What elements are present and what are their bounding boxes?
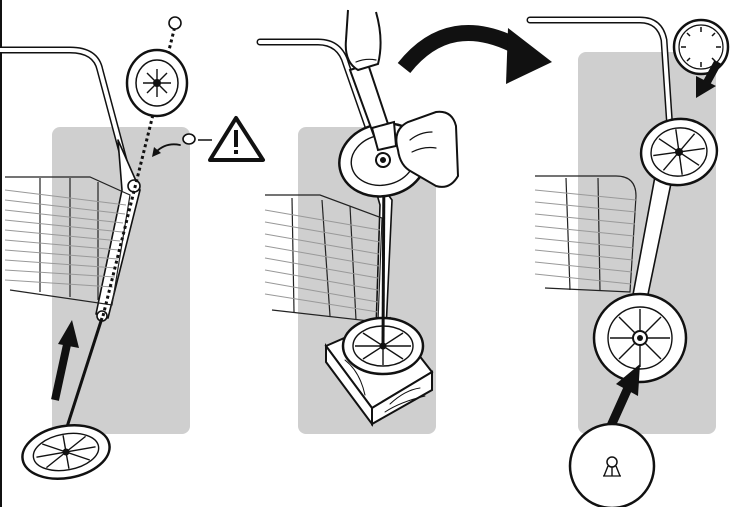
basket xyxy=(264,194,383,323)
step-2-panel xyxy=(256,9,552,434)
straight-arrow-icon xyxy=(605,364,640,430)
wheel-icon xyxy=(639,117,719,187)
warning-triangle-icon xyxy=(208,116,265,162)
basket xyxy=(4,176,131,306)
step-3-panel xyxy=(526,16,730,507)
basket xyxy=(534,175,637,293)
hubcap-icon xyxy=(568,422,656,507)
logo-icon xyxy=(603,456,621,477)
straight-arrow-icon xyxy=(696,60,722,98)
curved-arrow-icon xyxy=(397,25,552,84)
washer-icon xyxy=(182,133,196,145)
wheel-icon xyxy=(125,48,189,118)
straight-arrow-icon xyxy=(51,320,79,401)
glove-hand-icon xyxy=(395,110,460,188)
wheel-icon xyxy=(21,424,111,480)
glove-hand-icon xyxy=(344,9,382,72)
step-1-background xyxy=(52,127,190,434)
axle-cap xyxy=(168,16,182,30)
wheel-icon xyxy=(592,292,688,384)
axle-rod xyxy=(64,317,104,431)
step-1-panel xyxy=(0,16,265,480)
